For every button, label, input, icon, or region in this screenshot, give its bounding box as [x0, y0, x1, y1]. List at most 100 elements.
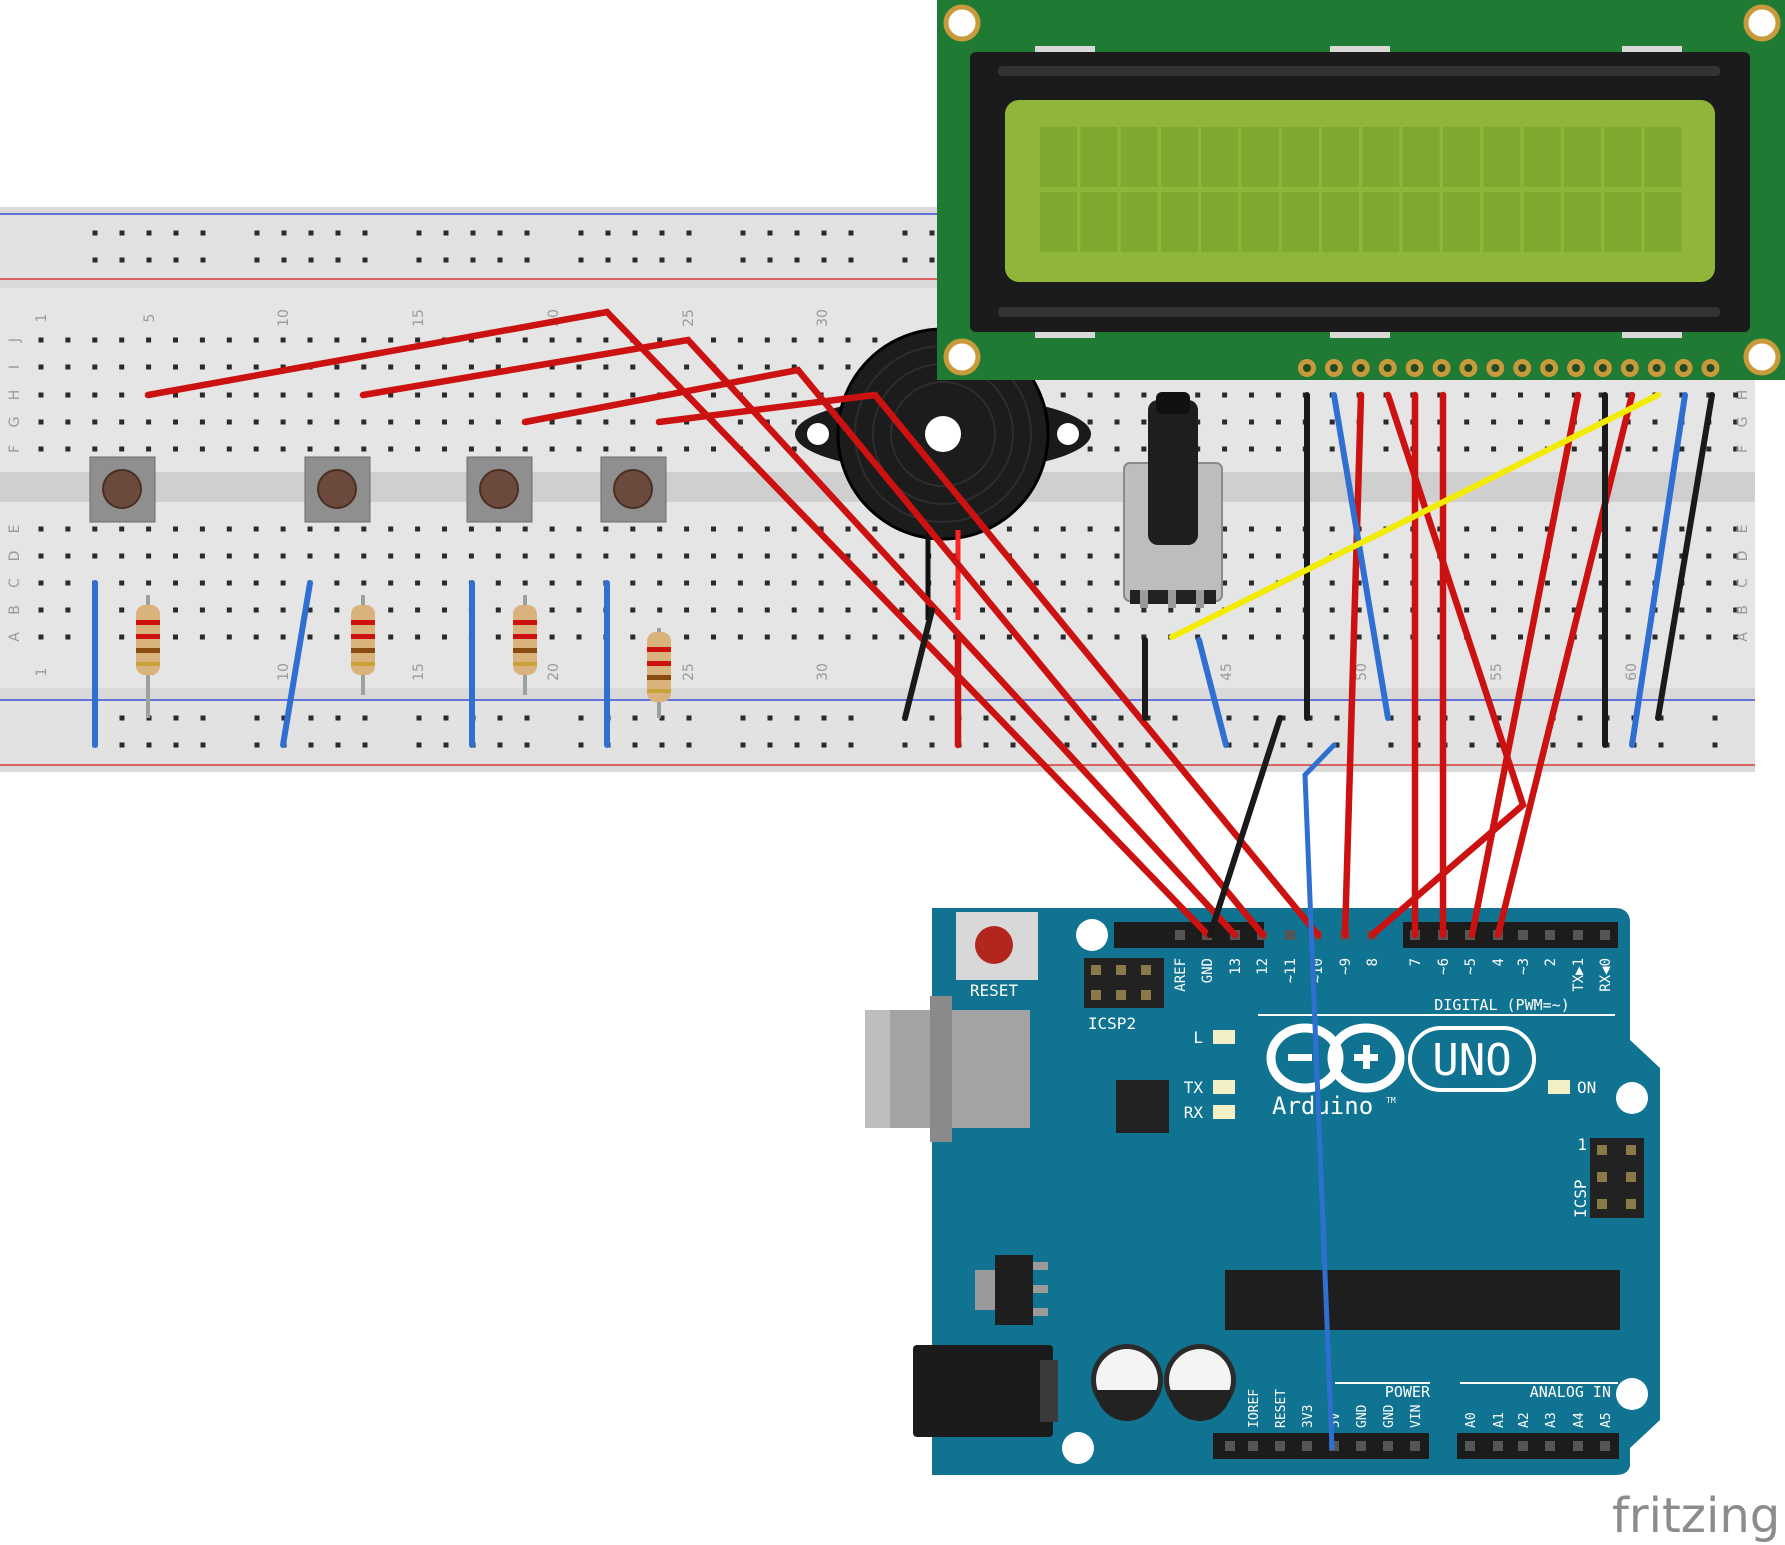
lcd-pin-hole: [1437, 364, 1446, 372]
breadboard-hole: [764, 337, 770, 343]
rail-hole: [632, 230, 638, 236]
rail-hole: [443, 257, 449, 263]
breadboard-hole: [146, 337, 152, 343]
breadboard-hole: [1571, 580, 1577, 586]
rail-hole: [416, 257, 422, 263]
header-socket[interactable]: [1573, 1441, 1583, 1451]
header-socket[interactable]: [1573, 930, 1583, 940]
breadboard-hole: [630, 580, 636, 586]
breadboard-hole: [334, 580, 340, 586]
breadboard-hole: [415, 553, 421, 559]
header-socket[interactable]: [1600, 930, 1610, 940]
header-socket[interactable]: [1545, 930, 1555, 940]
breadboard-hole: [415, 634, 421, 640]
breadboard-hole: [253, 446, 259, 452]
breadboard-hole: [1275, 526, 1281, 532]
lcd-pin-hole: [1491, 364, 1500, 372]
rail-hole: [1253, 742, 1259, 748]
rail-hole: [362, 742, 368, 748]
row-letter: D: [1735, 551, 1751, 562]
header-socket[interactable]: [1248, 1441, 1258, 1451]
breadboard-hole: [630, 446, 636, 452]
breadboard-hole: [1491, 607, 1497, 613]
header-socket[interactable]: [1285, 930, 1295, 940]
breadboard-hole: [818, 580, 824, 586]
header-socket[interactable]: [1465, 1441, 1475, 1451]
breadboard-hole: [226, 580, 232, 586]
header-socket[interactable]: [1518, 930, 1528, 940]
lcd-cell: [1563, 127, 1601, 187]
breadboard-hole: [1464, 607, 1470, 613]
breadboard-hole: [1679, 446, 1685, 452]
header-socket[interactable]: [1545, 1441, 1555, 1451]
header-socket[interactable]: [1493, 1441, 1503, 1451]
breadboard-hole: [549, 607, 555, 613]
push-button-1[interactable]: [89, 456, 156, 523]
lcd-cell: [1241, 192, 1279, 252]
header-socket[interactable]: [1518, 1441, 1528, 1451]
breadboard-hole: [199, 553, 205, 559]
breadboard-hole: [737, 526, 743, 532]
brand-label: Arduino: [1272, 1092, 1373, 1120]
breadboard-hole: [899, 607, 905, 613]
push-button-4[interactable]: [600, 456, 667, 523]
rail-hole: [1172, 742, 1178, 748]
header-socket[interactable]: [1600, 1441, 1610, 1451]
potentiometer[interactable]: [1123, 392, 1223, 608]
breadboard-hole: [253, 553, 259, 559]
rail-hole: [902, 257, 908, 263]
rail-hole: [794, 715, 800, 721]
rail-hole: [416, 715, 422, 721]
rail-hole: [524, 257, 530, 263]
rail-hole: [254, 715, 260, 721]
breadboard-hole: [549, 634, 555, 640]
breadboard-hole: [1491, 634, 1497, 640]
breadboard-hole: [1383, 553, 1389, 559]
rail-hole: [281, 715, 287, 721]
breadboard-hole: [334, 392, 340, 398]
breadboard-hole: [764, 392, 770, 398]
breadboard-hole: [173, 364, 178, 370]
analog-pin-label: A2: [1517, 1412, 1532, 1428]
breadboard-hole: [173, 337, 178, 343]
breadboard-hole: [495, 419, 501, 425]
breadboard-hole: [1598, 446, 1604, 452]
rail-hole: [119, 257, 125, 263]
breadboard-hole: [1195, 392, 1201, 398]
header-socket[interactable]: [1302, 1441, 1312, 1451]
rail-hole: [902, 742, 908, 748]
breadboard-hole: [280, 446, 286, 452]
reset-label: RESET: [970, 981, 1019, 1000]
header-socket[interactable]: [1410, 1441, 1420, 1451]
rail-hole: [605, 230, 611, 236]
breadboard-hole: [711, 392, 716, 398]
breadboard-hole: [334, 364, 340, 370]
digital-pin-label: 2: [1543, 958, 1559, 966]
led-l-label: L: [1193, 1028, 1203, 1047]
breadboard-hole: [711, 634, 716, 640]
rail-hole: [605, 257, 611, 263]
header-socket[interactable]: [1225, 1441, 1235, 1451]
breadboard-hole: [199, 364, 205, 370]
breadboard-hole: [1329, 446, 1335, 452]
breadboard-hole: [92, 364, 98, 370]
rail-hole: [146, 257, 152, 263]
rail-hole: [1118, 715, 1124, 721]
push-button-3[interactable]: [466, 456, 533, 523]
header-socket[interactable]: [1275, 1441, 1285, 1451]
breadboard-hole: [684, 553, 690, 559]
breadboard-hole: [1464, 580, 1470, 586]
digital-pin-label: 12: [1255, 958, 1271, 975]
push-button-2[interactable]: [304, 456, 371, 523]
breadboard-hole: [468, 392, 474, 398]
breadboard-hole: [1249, 526, 1254, 532]
breadboard-hole: [845, 337, 851, 343]
breadboard-hole: [845, 553, 851, 559]
breadboard-hole: [1087, 580, 1093, 586]
header-socket[interactable]: [1175, 930, 1185, 940]
header-socket[interactable]: [1356, 1441, 1366, 1451]
breadboard-hole: [1222, 392, 1228, 398]
header-socket[interactable]: [1383, 1441, 1393, 1451]
digital-pin-label: AREF: [1173, 958, 1189, 992]
rail-hole: [1145, 742, 1151, 748]
